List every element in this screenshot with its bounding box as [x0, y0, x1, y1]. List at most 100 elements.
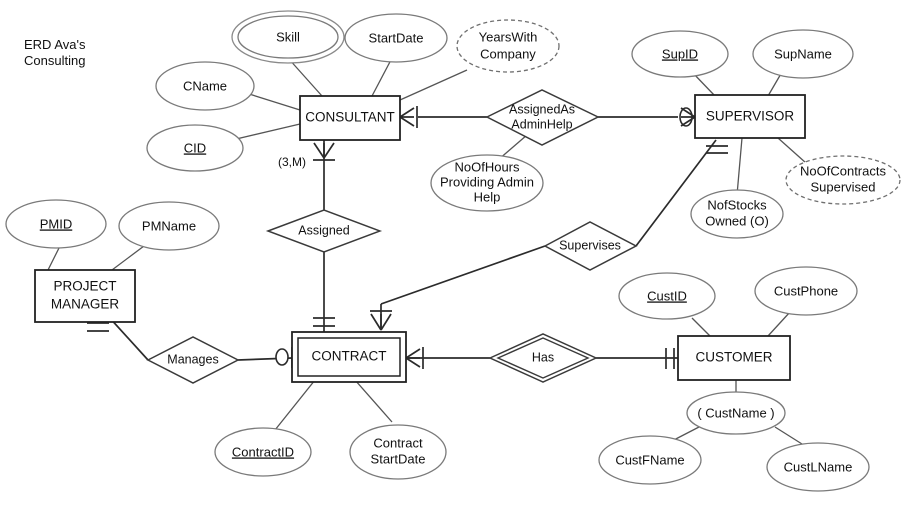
- attribute-nof-stocks-owned[interactable]: NofStocks Owned (O): [690, 189, 784, 239]
- pmid-label: PMID: [40, 216, 73, 231]
- custname-ellipse: [686, 391, 786, 435]
- line-cname-consultant: [245, 92, 301, 111]
- entity-project-manager[interactable]: PROJECT MANAGER: [34, 269, 136, 323]
- line-custphone-customer: [767, 311, 791, 337]
- assigned-label: Assigned: [298, 223, 349, 237]
- supname-ellipse: [752, 29, 854, 79]
- contractid-ellipse: [214, 427, 312, 477]
- entity-contract[interactable]: CONTRACT: [291, 331, 407, 383]
- skill-label: Skill: [276, 29, 300, 44]
- crowfoot-supervisor-left: [679, 107, 696, 127]
- contractstartdate-label-line2: StartDate: [371, 451, 426, 466]
- cardinality-markers: [87, 106, 728, 369]
- line-startdate-consultant: [371, 57, 393, 97]
- nofstocks-ellipse: [690, 189, 784, 239]
- consultant-rect: [299, 95, 401, 141]
- doublebar-customer-left: [665, 348, 675, 369]
- line-pm-manages: [107, 315, 149, 361]
- cardinality-label-consultant-assigned: (3,M): [278, 155, 306, 169]
- line-skill-consultant: [287, 57, 323, 97]
- assignedas-diamond: [485, 89, 600, 146]
- custphone-ellipse: [754, 266, 858, 316]
- assigned-diamond: [265, 209, 383, 253]
- contractstartdate-ellipse: [349, 424, 447, 480]
- contract-label: CONTRACT: [312, 349, 387, 364]
- attribute-no-of-contracts-supervised[interactable]: NoOfContracts Supervised: [785, 155, 901, 205]
- cid-ellipse: [146, 124, 244, 172]
- attribute-cid[interactable]: CID: [146, 124, 244, 172]
- assignedas-label-line2: AdminHelp: [511, 117, 572, 131]
- startdate-label: StartDate: [369, 30, 424, 45]
- cname-ellipse: [155, 61, 255, 111]
- line-custid-customer: [691, 317, 711, 337]
- line-contractid-contract: [274, 379, 316, 431]
- has-inner-diamond: [496, 337, 590, 379]
- attribute-cust-lname[interactable]: CustLName: [766, 442, 870, 492]
- attribute-cust-fname[interactable]: CustFName: [598, 435, 702, 485]
- custlname-label: CustLName: [784, 459, 853, 474]
- line-yearswith-consultant: [399, 69, 468, 101]
- attribute-years-with-company[interactable]: YearsWith Company: [456, 19, 560, 73]
- attribute-contract-start-date[interactable]: Contract StartDate: [349, 424, 447, 480]
- pmname-label: PMName: [142, 218, 196, 233]
- custlname-ellipse: [766, 442, 870, 492]
- attribute-skill[interactable]: Skill: [231, 10, 345, 64]
- crowfoot-consultant-right: [399, 106, 418, 128]
- custphone-label: CustPhone: [774, 283, 838, 298]
- yearswith-label-line1: YearsWith: [479, 29, 538, 44]
- crowfoot-contract-right: [405, 347, 424, 369]
- pmid-ellipse: [5, 199, 107, 249]
- contractid-label: ContractID: [232, 444, 294, 459]
- startdate-ellipse: [344, 13, 448, 63]
- manages-diamond: [146, 336, 240, 384]
- line-cid-consultant: [231, 123, 301, 141]
- attribute-no-of-hours[interactable]: NoOfHours Providing Admin Help: [430, 154, 544, 212]
- noofhours-label-line1: NoOfHours: [454, 159, 520, 174]
- attribute-cust-id[interactable]: CustID: [618, 272, 716, 320]
- crowfoot-consultant-bottom: [313, 142, 335, 161]
- nofstocks-label-line2: Owned (O): [705, 213, 769, 228]
- assignedas-label-line1: AssignedAs: [509, 102, 575, 116]
- entity-customer[interactable]: CUSTOMER: [677, 335, 791, 381]
- noofhours-ellipse: [430, 154, 544, 212]
- attribute-pmid[interactable]: PMID: [5, 199, 107, 249]
- yearswith-label-line2: Company: [480, 46, 536, 61]
- attribute-cname[interactable]: CName: [155, 61, 255, 111]
- attribute-cust-phone[interactable]: CustPhone: [754, 266, 858, 316]
- attribute-sup-id[interactable]: SupID: [631, 30, 729, 78]
- supid-ellipse: [631, 30, 729, 78]
- customer-rect: [677, 335, 791, 381]
- pmname-ellipse: [118, 201, 220, 251]
- project-manager-rect: [34, 269, 136, 323]
- relationship-manages[interactable]: Manages: [146, 336, 240, 384]
- relationship-has[interactable]: Has: [488, 333, 598, 383]
- consultant-label: CONSULTANT: [305, 110, 395, 125]
- entity-consultant[interactable]: CONSULTANT: [299, 95, 401, 141]
- attribute-contract-id[interactable]: ContractID: [214, 427, 312, 477]
- relationship-assigned[interactable]: Assigned: [265, 209, 383, 253]
- nofstocks-label-line1: NofStocks: [707, 197, 767, 212]
- attribute-sup-name[interactable]: SupName: [752, 29, 854, 79]
- crowfoot-contract-top-right: [370, 310, 392, 331]
- has-label: Has: [532, 350, 554, 364]
- attribute-start-date[interactable]: StartDate: [344, 13, 448, 63]
- relationship-assigned-as-admin-help[interactable]: AssignedAs AdminHelp: [485, 89, 600, 146]
- doublebar-pm-bottom: [87, 322, 109, 332]
- custname-label: ( CustName ): [697, 405, 774, 420]
- line-contractstart-contract: [354, 379, 393, 423]
- supname-label: SupName: [774, 46, 832, 61]
- diagram-title-line2: Consulting: [24, 53, 85, 68]
- contract-inner-rect: [297, 337, 401, 377]
- cname-label: CName: [183, 78, 227, 93]
- project-manager-label-line2: MANAGER: [51, 297, 120, 312]
- attribute-pm-name[interactable]: PMName: [118, 201, 220, 251]
- entity-supervisor[interactable]: SUPERVISOR: [694, 94, 806, 139]
- noofhours-label-line2: Providing Admin: [440, 174, 534, 189]
- attribute-cust-name[interactable]: ( CustName ): [686, 391, 786, 435]
- manages-label: Manages: [167, 352, 218, 366]
- relationship-supervises[interactable]: Supervises: [543, 221, 638, 271]
- custfname-ellipse: [598, 435, 702, 485]
- supervises-diamond: [543, 221, 638, 271]
